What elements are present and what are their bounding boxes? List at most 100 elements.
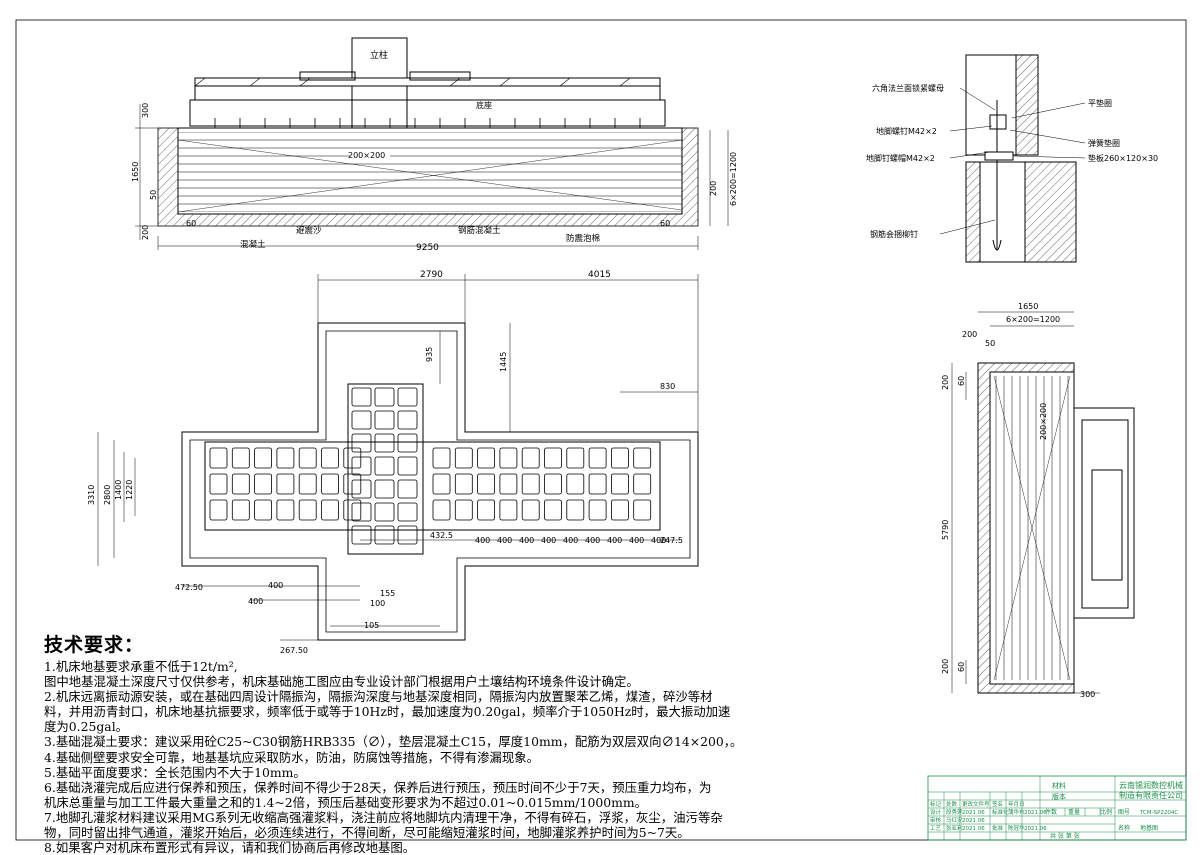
grid-cell [611, 499, 629, 521]
grid-label: 200×200 [348, 151, 385, 160]
notes-line: 料，并用沥青封口，机床地基抗振要求，频率低于或等于10Hz时，最加速度为0.20… [44, 704, 731, 720]
grid-cell [351, 387, 372, 407]
detail-label-bolt: 地脚螺钉M42×2 [876, 126, 937, 136]
grid-cell [566, 447, 585, 469]
grid-cell [231, 499, 250, 521]
grid-cell [374, 525, 395, 545]
grid-cell [566, 499, 585, 521]
tb-code-label: 图号 [1118, 809, 1130, 816]
side-dim-grid: 6×200=1200 [1006, 315, 1060, 324]
detail-label-washer: 平垫圈 [1088, 98, 1112, 108]
dim-400-label: 400 [519, 536, 534, 545]
grid-cell [544, 499, 562, 521]
notes-line: 度为0.25gal。 [44, 719, 129, 735]
grid-cell [374, 433, 395, 453]
grid-cell [566, 473, 585, 495]
side-dim-1650: 1650 [1018, 302, 1038, 311]
dim-155: 155 [380, 589, 395, 598]
tb-cell: 标准化 [992, 808, 1009, 816]
grid-cell [611, 473, 629, 495]
grid-cell [633, 473, 652, 495]
tb-cell: 2021.06 [1024, 826, 1047, 832]
grid-cell [544, 473, 562, 495]
grid-cell [454, 473, 473, 495]
detail-label-bolt-nut: 地脚钉螺帽M42×2 [866, 153, 935, 163]
grid-cell [298, 473, 317, 495]
label-foam: 防震泡棉 [566, 233, 600, 244]
tb-cell: 段秀莲 [946, 808, 963, 816]
tb-pieces: 件数 [1045, 808, 1057, 816]
grid-cell [432, 447, 451, 469]
notes-line: 4.基础侧壁要求安全可靠，地基基坑应采取防水，防油，防腐蚀等措施，不得有渗漏现象… [44, 749, 540, 765]
grid-cell [454, 447, 473, 469]
grid-cell [477, 499, 496, 521]
dim-6x200: 6×200=1200 [729, 152, 738, 206]
column-label: 立柱 [370, 49, 388, 61]
grid-cell [499, 499, 518, 521]
dim-100: 100 [370, 599, 385, 608]
notes-line: 2.机床远离振动源安装，或在基础四周设计隔振沟，隔振沟深度与地基深度相同，隔振沟… [44, 689, 713, 705]
grid-cell [209, 499, 228, 521]
grid-cell [209, 473, 228, 495]
notes-line: 机床总重量与加工工件最大重量之和的1.4~2倍，预压后基础变形要求为不超过0.0… [44, 794, 648, 810]
side-view: 1650 6×200=1200 200 50 200 60 200×200 57… [941, 302, 1135, 699]
grid-cell [521, 473, 540, 495]
anchor-bolts [214, 118, 641, 132]
grid-cell [499, 473, 518, 495]
dim-300: 300 [141, 103, 150, 118]
tb-cell: 2021.06 [962, 810, 985, 816]
grid-cell [397, 502, 418, 522]
notes-heading: 技术要求： [44, 634, 145, 656]
grid-cell [351, 410, 372, 430]
side-dim-diag: 200×200 [1039, 403, 1048, 440]
tb-drawing-name: 地基图 [1140, 824, 1158, 832]
title-block: 材料 版本 云南锡润数控机械 制造有限责任公司 件数 重量 比例 图号 TCM-… [927, 775, 1187, 841]
dim-60-right: 60 [660, 219, 670, 228]
grid-cell [298, 447, 317, 469]
side-dim-300: 300 [1080, 690, 1095, 699]
grid-cell [351, 433, 372, 453]
grid-cell [397, 479, 418, 499]
tb-company-line1: 云南锡润数控机械 [1119, 780, 1183, 790]
grid-cell [397, 456, 418, 476]
technical-requirements: 技术要求： 1.机床地基要求承重不低于12t/m², 图中地基混凝土深度尺寸仅供… [44, 630, 924, 855]
grid-cell [351, 502, 372, 522]
side-dim-60-bottom: 60 [957, 662, 966, 672]
grid-cell [499, 447, 518, 469]
tb-cell: 马红安 [946, 816, 963, 824]
dim-1400: 1400 [114, 480, 123, 500]
dim-267: 267.50 [280, 646, 308, 655]
base-label: 底座 [476, 100, 492, 110]
grid-cell [454, 499, 473, 521]
dim-1445: 1445 [499, 352, 508, 372]
grid-cell [276, 499, 295, 521]
grid-cell [477, 473, 496, 495]
tb-name-label: 名称 [1118, 824, 1130, 832]
grid-cell [397, 525, 418, 545]
dim-400-b: 400 [268, 581, 283, 590]
side-dim-200: 200 [962, 330, 977, 339]
elevation-view: 立柱 底座 200×200 300 1650 [131, 37, 738, 253]
dim-2800: 2800 [103, 485, 112, 505]
grid-cell [397, 433, 418, 453]
grid-cell [276, 447, 295, 469]
grid-cell [633, 499, 652, 521]
grid-cell [611, 447, 629, 469]
tb-cell: 2021.06 [1024, 810, 1047, 816]
tb-cell: 陈冠华 [1008, 824, 1025, 832]
grid-cell [209, 447, 228, 469]
grid-cell [374, 502, 395, 522]
grid-cell [633, 447, 652, 469]
side-dim-50: 50 [985, 339, 995, 348]
label-rc: 钢筋混凝土 [458, 225, 501, 236]
grid-cell [544, 447, 562, 469]
side-dim-60: 60 [957, 376, 966, 386]
tb-version: 版本 [1052, 792, 1066, 801]
grid-cell [254, 499, 273, 521]
grid-cell [231, 473, 250, 495]
tb-company-line2: 制造有限责任公司 [1119, 790, 1183, 800]
dim-4015: 4015 [588, 270, 611, 280]
tb-cell: 批准 [992, 824, 1004, 832]
